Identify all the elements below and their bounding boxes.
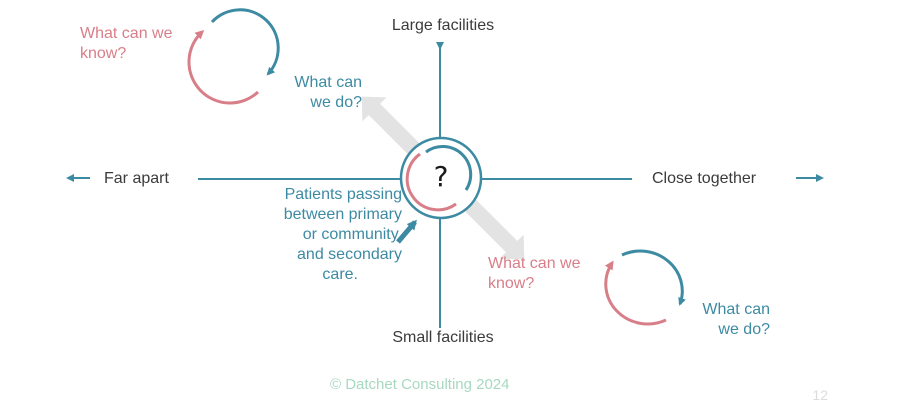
center-question-mark: ?: [433, 160, 449, 193]
patients-label-line: between primary: [283, 206, 402, 223]
patients-label-line: care.: [322, 266, 358, 283]
top-left-do-line: we do?: [310, 94, 362, 111]
bottom-right-do-label: What can we do?: [678, 300, 770, 340]
top-left-know-line: What can we: [80, 25, 173, 42]
axis-label-top: Large facilities: [391, 17, 495, 34]
bottom-right-cycle-pink-arc: [604, 260, 667, 326]
patients-label: Patients passing between primary or comm…: [250, 185, 402, 285]
top-left-do-line: What can: [294, 74, 362, 91]
page-number: 12: [812, 387, 828, 403]
patients-label-line: or community,: [302, 226, 402, 243]
copyright-footer: © Datchet Consulting 2024: [330, 376, 510, 393]
bottom-right-cycle-teal-arc: [621, 249, 686, 306]
center-cycle-teal-arc: [425, 144, 473, 191]
top-left-know-label: What can we know?: [80, 24, 172, 64]
bottom-right-do-line: What can: [702, 301, 770, 318]
axis-label-right: Close together: [652, 170, 757, 187]
top-left-cycle-teal-arc: [210, 8, 280, 76]
top-left-do-label: What can we do?: [270, 73, 362, 113]
top-left-know-line: know?: [80, 45, 127, 62]
top-left-cycle-pink-arc: [187, 29, 260, 105]
axis-label-bottom: Small facilities: [392, 329, 494, 346]
center-circle: [399, 136, 483, 220]
patients-label-line: and secondary: [297, 246, 402, 263]
bottom-right-do-line: we do?: [718, 321, 770, 338]
bottom-right-know-label: What can we know?: [488, 254, 580, 294]
bottom-right-know-line: What can we: [488, 255, 581, 272]
patients-label-line: Patients passing: [284, 186, 402, 203]
axis-label-left: Far apart: [104, 170, 169, 187]
patients-pointer-arrow: [396, 219, 417, 244]
bottom-right-know-line: know?: [488, 275, 535, 292]
center-cycle-pink-arc: [405, 152, 457, 212]
